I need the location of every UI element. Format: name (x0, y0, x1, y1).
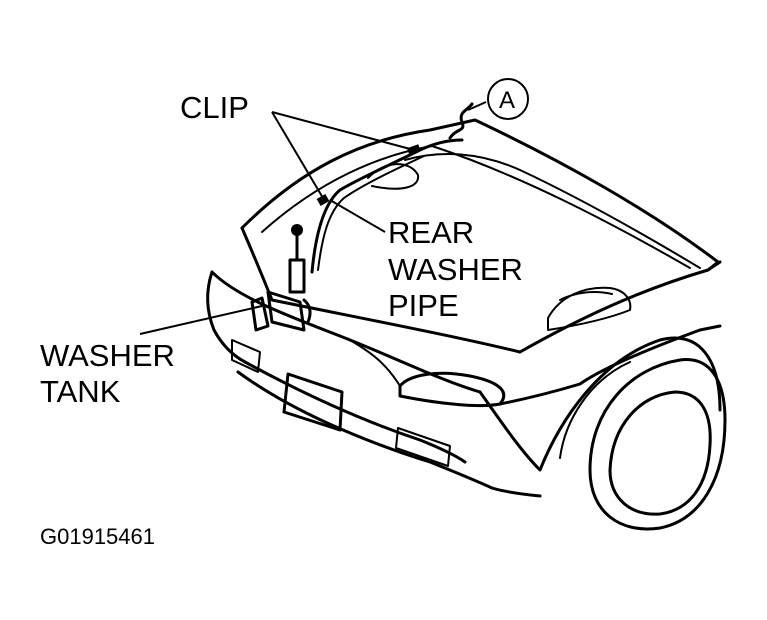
clip-leader-upper (271, 111, 415, 151)
bumper-bottom (236, 370, 494, 490)
hose-to-rear (448, 102, 474, 140)
cowl-line (404, 153, 701, 269)
washer-tank-label-line2: TANK (40, 374, 121, 409)
callout-a-leader (467, 101, 487, 111)
clip-label: CLIP (180, 90, 249, 125)
lower-intake-right (395, 427, 451, 467)
labels: CLIP REAR WASHER PIPE WASHER TANK A G019… (40, 78, 529, 549)
right-fender-top (518, 260, 722, 354)
hood-outline (240, 118, 720, 272)
tank-leader (139, 305, 263, 335)
rear-washer-pipe-line (310, 138, 464, 274)
washer-tank-outlet (302, 298, 312, 324)
strut-tower-detail (559, 291, 613, 301)
tire-outer (588, 358, 727, 531)
fender-side (498, 324, 722, 406)
car-illustration (206, 102, 727, 531)
cowl-bump (367, 163, 420, 190)
callout-a-label: A (499, 87, 515, 114)
tire-inner (608, 390, 712, 516)
rear-washer-pipe-label-line1: REAR (388, 215, 474, 250)
clip-lower (316, 194, 330, 206)
bumper-left-side (206, 270, 247, 364)
washer-tank-label-line1: WASHER (40, 338, 175, 373)
callout-a-circle (487, 78, 529, 120)
clip-leader-lower (271, 111, 324, 199)
grille (282, 372, 344, 432)
washer-tank-mount (250, 296, 270, 332)
bay-front-edge (240, 226, 522, 354)
headlight (398, 371, 506, 408)
bumper-lower (243, 360, 467, 464)
rear-washer-pipe-label-line3: PIPE (388, 288, 459, 323)
rear-washer-pipe-line-2 (317, 155, 425, 271)
leader-lines (139, 101, 487, 335)
figure-id: G01915461 (40, 524, 155, 549)
washer-filler-cap (291, 224, 303, 236)
strut-tower (547, 286, 632, 331)
wheel-arch (478, 336, 722, 472)
pipe-leader (329, 199, 386, 233)
fascia-crease (349, 339, 401, 387)
lower-intake-left (231, 339, 261, 373)
fender-lower (490, 486, 542, 498)
washer-pump (288, 258, 306, 294)
rear-washer-pipe-label-line2: WASHER (388, 252, 523, 287)
washer-tank-body (266, 290, 306, 332)
hood-inner-edge (261, 145, 691, 269)
tire-tread-line (559, 361, 631, 459)
